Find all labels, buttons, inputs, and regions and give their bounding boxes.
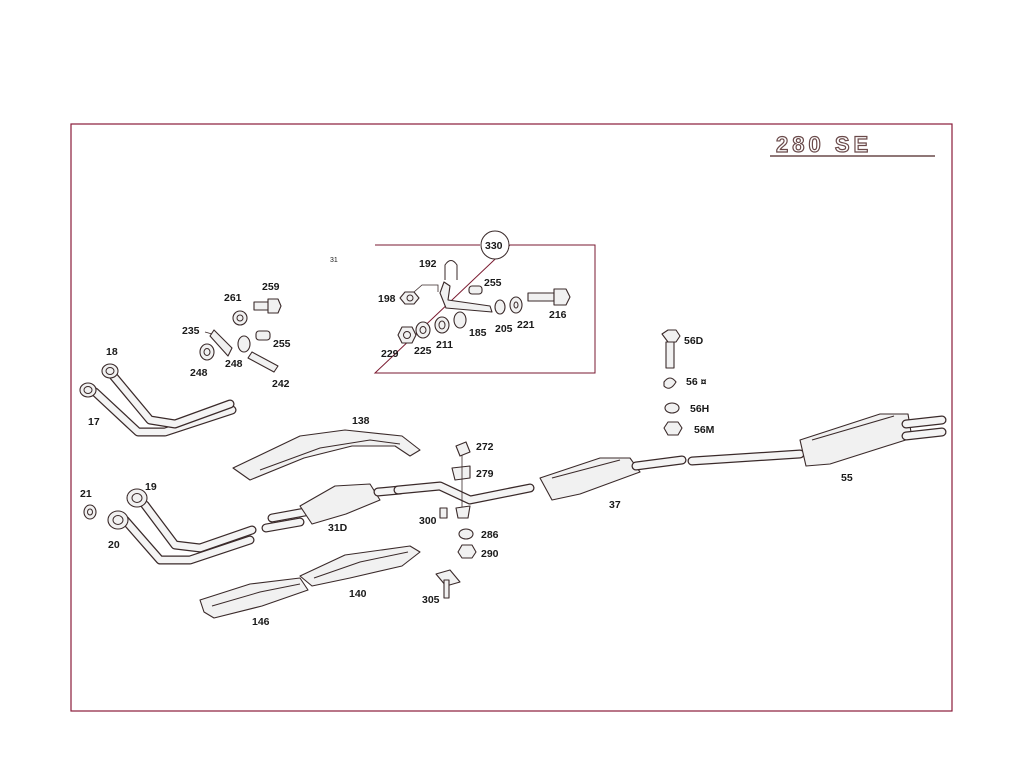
hanger-272-279: [439, 441, 471, 519]
callout-259: 259: [262, 281, 280, 293]
callout-138: 138: [352, 415, 370, 427]
callout-56d: 56D: [684, 335, 704, 347]
callout-55: 55: [841, 472, 853, 484]
callout-146: 146: [252, 616, 270, 628]
flange-19: [126, 488, 148, 508]
callout-20: 20: [108, 539, 120, 551]
callout-21: 21: [80, 488, 92, 500]
rubber-286: [458, 528, 474, 540]
ring-21: [83, 504, 97, 520]
callout-56h: 56H: [690, 403, 709, 415]
front-pipe-17-18: [79, 363, 237, 437]
washer-211: [434, 316, 450, 334]
bracket-235: [209, 329, 233, 357]
u-bolt-192: [444, 260, 458, 280]
callout-300: 300: [419, 515, 437, 527]
callout-261: 261: [224, 292, 242, 304]
washer-261: [232, 310, 248, 326]
nut-229: [397, 326, 417, 344]
rear-pipe: [687, 449, 805, 466]
callout-225: 225: [414, 345, 432, 357]
hardware-group-left: 261 259 235 255 248 248 242: [182, 281, 291, 390]
bolt-305: [435, 569, 461, 599]
nut-198: [399, 291, 420, 305]
callout-248-a: 248: [190, 367, 208, 379]
heat-shield-146: [199, 577, 309, 619]
callout-56m: 56M: [694, 424, 715, 436]
callout-330: 330: [485, 240, 503, 252]
model-title: 280 SE: [770, 131, 935, 158]
bracket-330: [439, 281, 493, 313]
front-pipe-19-20: [83, 488, 257, 565]
flange-20: [107, 510, 129, 530]
strap-242: [247, 351, 279, 373]
washer-205: [494, 299, 506, 315]
nut-56m: [663, 421, 683, 436]
spring-washer-56: [663, 377, 677, 389]
callout-229: 229: [381, 348, 399, 360]
washer-56h: [664, 402, 680, 414]
callout-255-detail: 255: [484, 277, 502, 289]
washer-225: [415, 321, 431, 339]
callout-17: 17: [88, 416, 100, 428]
callout-18: 18: [106, 346, 118, 358]
callout-19: 19: [145, 481, 157, 493]
middle-muffler-37: [539, 455, 687, 501]
callout-56-washer: 56 ¤: [686, 376, 707, 388]
heat-shield-140: [299, 545, 421, 587]
callout-198: 198: [378, 293, 396, 305]
callout-255: 255: [273, 338, 291, 350]
callout-305: 305: [422, 594, 440, 606]
callout-290: 290: [481, 548, 499, 560]
callout-221: 221: [517, 319, 535, 331]
callout-140: 140: [349, 588, 367, 600]
intermediate-pipe: [393, 481, 535, 505]
bolt-216: [527, 288, 571, 306]
model-title-text: 280 SE: [776, 132, 872, 157]
diagram-frame: [70, 123, 953, 712]
callout-205: 205: [495, 323, 513, 335]
callout-185: 185: [469, 327, 487, 339]
detail-box-330: 330 192 255 198 216 205 221 185 211: [373, 230, 596, 374]
bolt-259: [253, 298, 282, 314]
callout-192: 192: [419, 258, 437, 270]
callout-31d: 31D: [328, 522, 348, 534]
callout-248-b: 248: [225, 358, 243, 370]
washer-221: [509, 296, 523, 314]
nut-290: [457, 544, 477, 559]
callout-286: 286: [481, 529, 499, 541]
bush-185: [453, 311, 467, 329]
callout-272: 272: [476, 441, 494, 453]
callout-235: 235: [182, 325, 200, 337]
bolt-56d: [661, 329, 681, 369]
rubber-248-b: [199, 343, 215, 361]
bush-255: [255, 330, 271, 341]
heat-shield-138: [232, 429, 421, 481]
callout-216: 216: [549, 309, 567, 321]
rear-muffler-55: [799, 413, 947, 467]
callout-211: 211: [436, 339, 453, 351]
bush-255-detail: [468, 285, 483, 295]
callout-242: 242: [272, 378, 290, 390]
callout-279: 279: [476, 468, 494, 480]
stray-mark: 31: [330, 257, 338, 264]
rubber-248-a: [237, 335, 251, 353]
callout-37: 37: [609, 499, 621, 511]
